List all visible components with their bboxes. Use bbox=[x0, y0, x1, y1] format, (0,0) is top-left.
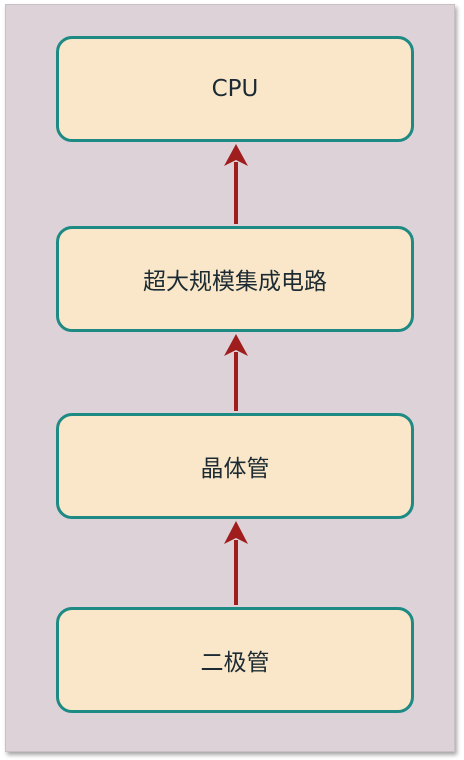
node-transistor[interactable]: 晶体管 bbox=[56, 413, 414, 519]
node-diode-label: 二极管 bbox=[200, 650, 270, 676]
node-cpu[interactable]: CPU bbox=[56, 36, 414, 142]
node-cpu-label: CPU bbox=[211, 76, 259, 102]
node-transistor-label: 晶体管 bbox=[200, 456, 270, 482]
node-vlsi[interactable]: 超大规模集成电路 bbox=[56, 226, 414, 332]
node-diode[interactable]: 二极管 bbox=[56, 607, 414, 713]
node-vlsi-label: 超大规模集成电路 bbox=[143, 269, 327, 295]
